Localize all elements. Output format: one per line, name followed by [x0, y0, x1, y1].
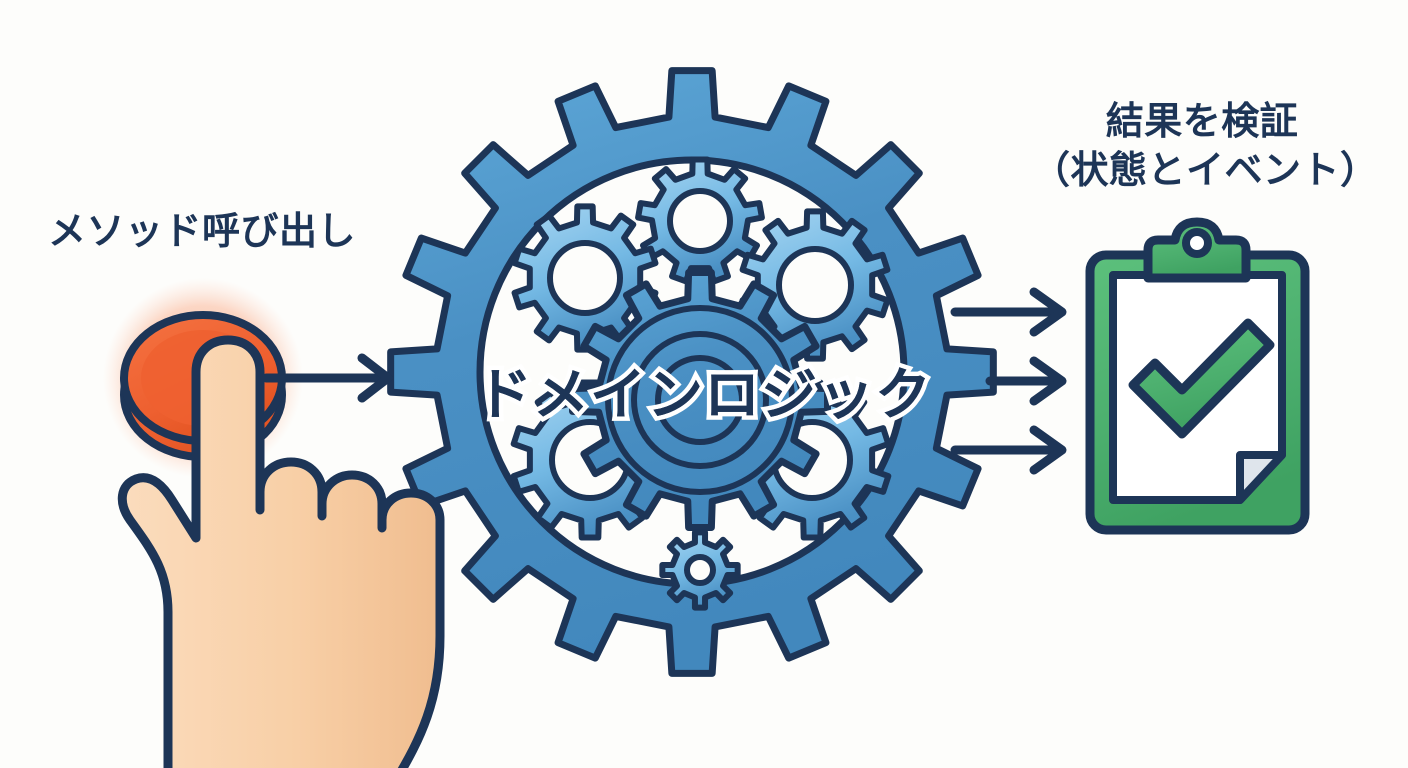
inner-gear-upper-right-icon [739, 208, 891, 362]
gear-cluster-group [387, 67, 997, 677]
label-verify-result-line1: 結果を検証 [1105, 101, 1299, 143]
inner-gear-top-icon [635, 156, 765, 285]
arrow-left-to-center [261, 353, 393, 403]
label-domain-logic-outline: ドメインロジック [472, 359, 936, 431]
clipboard-clip-hole [1182, 228, 1212, 258]
label-domain-logic: ドメインロジック [476, 363, 932, 426]
arrow-result-3 [950, 425, 1067, 475]
clipboard-page-fold [1236, 451, 1286, 504]
arrows-center-to-right [950, 287, 1067, 475]
checkmark-icon [1128, 318, 1275, 439]
hand-pointing-icon [117, 335, 445, 768]
inner-gear-small-bottom-icon [659, 529, 741, 611]
label-verify-result-line2: （状態とイベント） [1032, 149, 1379, 192]
label-verify-result: 結果を検証 （状態とイベント） [1032, 98, 1379, 195]
arrow-result-1 [950, 287, 1067, 337]
inner-gear-center-icon [569, 269, 831, 531]
label-method-call: メソッド呼び出し [48, 211, 357, 253]
clipboard-icon [1085, 217, 1310, 535]
arrow-result-2 [985, 356, 1067, 406]
